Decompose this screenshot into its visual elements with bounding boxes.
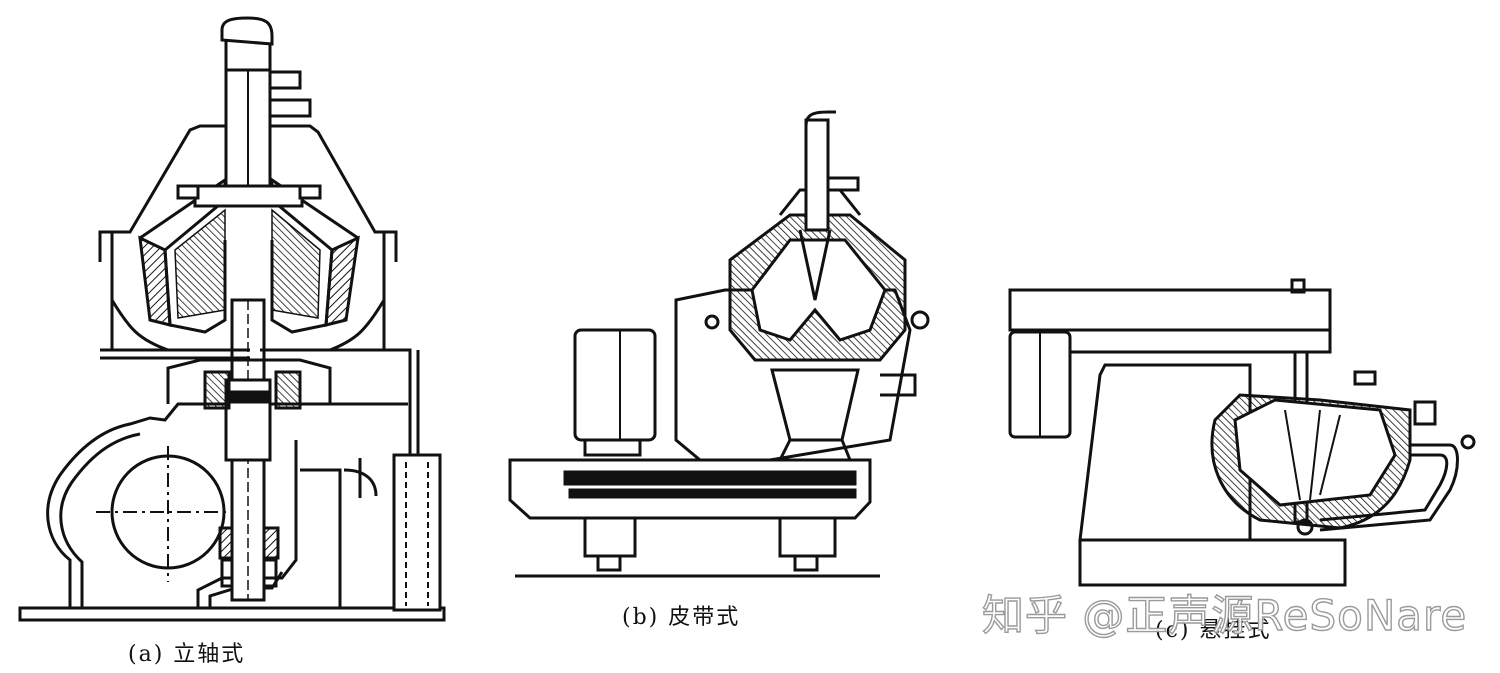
caption-vertical-shaft: (a) 立轴式 bbox=[128, 642, 246, 667]
caption-suspended: (c) 悬挂式 bbox=[1155, 618, 1272, 643]
vertical-shaft-centrifuge-drawing bbox=[18, 16, 446, 622]
suspended-centrifuge-drawing bbox=[1008, 278, 1476, 587]
caption-belt-driven: (b) 皮带式 bbox=[622, 605, 741, 630]
belt-driven-centrifuge-drawing bbox=[508, 110, 930, 578]
zhihu-watermark: 知乎 @正声源ReSoNare bbox=[981, 590, 1468, 640]
